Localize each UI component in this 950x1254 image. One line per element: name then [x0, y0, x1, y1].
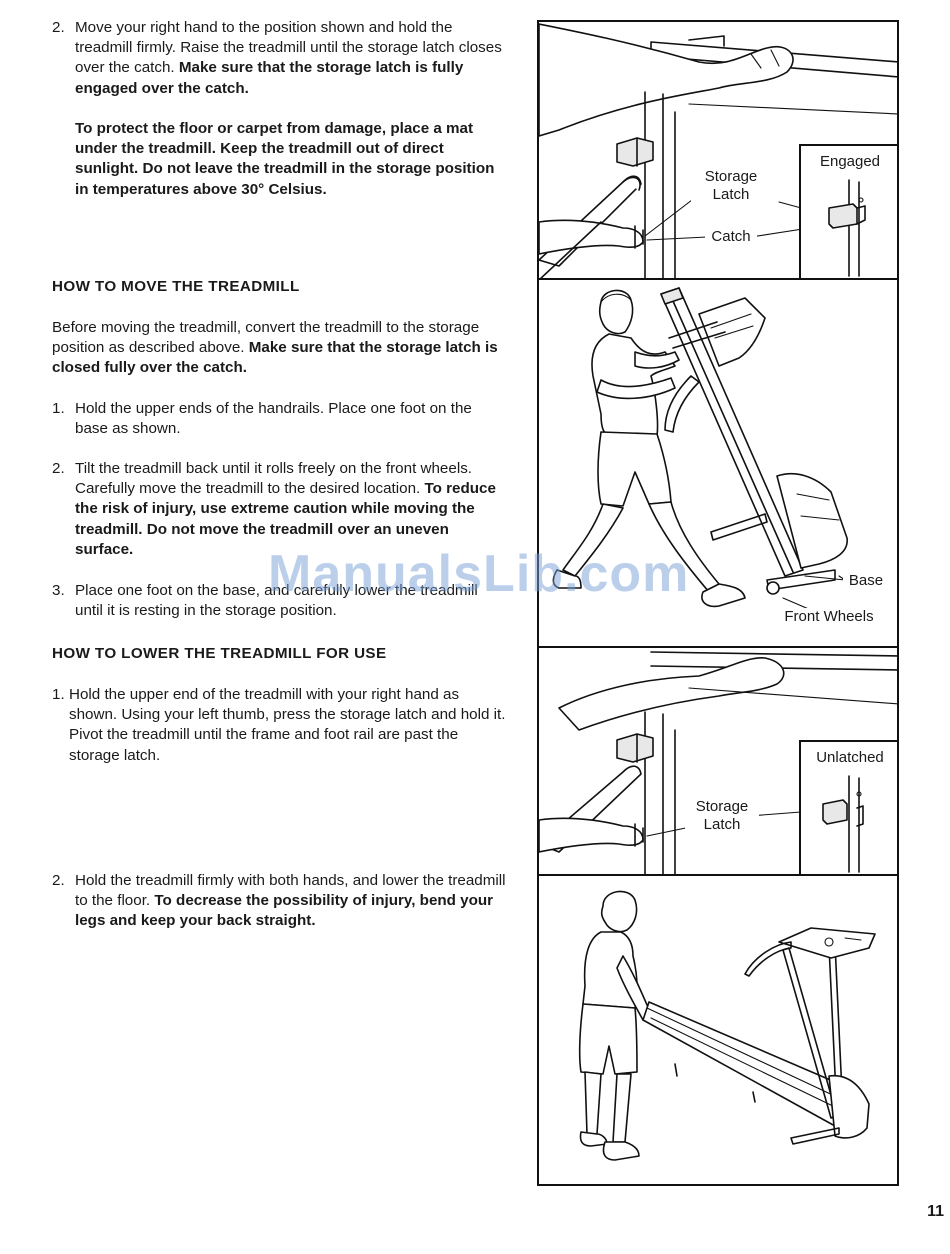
unlatched-inset: Unlatched [799, 740, 897, 874]
page-number: 11 [927, 1203, 944, 1220]
step-number: 1. [52, 686, 65, 703]
front-wheels-label: Front Wheels [777, 608, 881, 626]
step-text: Move your right hand to the position sho… [75, 19, 502, 77]
step-number: 2. [52, 872, 65, 889]
step-text: Hold the upper end of the treadmill with… [69, 686, 506, 764]
intro-text: Before moving the treadmill, convert the… [52, 319, 480, 357]
lower-heading: HOW TO LOWER THE TREADMILL FOR USE [52, 645, 387, 662]
figure-lowering [537, 874, 899, 1186]
figure-moving: Base Front Wheels [537, 278, 899, 648]
step-number: 1. [52, 400, 65, 417]
engaged-inset: Engaged [799, 144, 897, 278]
lowering-illustration [578, 890, 876, 1161]
base-label: Base [843, 572, 889, 590]
step-number: 2. [52, 19, 65, 36]
step-number: 3. [52, 582, 65, 599]
watermark: ManualsLib.com [268, 545, 690, 603]
figure-latch-unlatched: Storage Latch Unlatched [537, 646, 899, 876]
move-intro: Before moving the treadmill, convert the… [52, 318, 512, 379]
moving-illustration [552, 287, 848, 615]
figure-latch-engaged: Storage Latch Catch Engaged [537, 20, 899, 280]
latch-engaged-illustration [539, 23, 897, 278]
catch-label: Catch [705, 228, 757, 246]
engaged-inset-title: Engaged [819, 153, 881, 170]
storage-latch-label: Storage Latch [685, 798, 759, 834]
move-heading: HOW TO MOVE THE TREADMILL [52, 278, 300, 295]
unlatched-inset-title: Unlatched [816, 749, 884, 766]
latch-unlatched-illustration [539, 651, 897, 874]
intro-bold-text: Make sure that the storage latch is clos… [52, 339, 498, 377]
step-text: Hold the treadmill firmly with both hand… [75, 872, 506, 910]
step-text: Tilt the treadmill back until it rolls f… [75, 460, 473, 498]
step-number: 2. [52, 460, 65, 477]
step-bold-text: To decrease the possibility of injury, b… [75, 892, 494, 930]
step-text: Place one foot on the base, and carefull… [75, 582, 478, 620]
engaged-latch-detail [828, 179, 866, 277]
step-bold-text: To reduce the risk of injury, use extrem… [75, 480, 496, 558]
step-text: Hold the upper ends of the handrails. Pl… [75, 400, 472, 438]
step-bold-text: Make sure that the storage latch is full… [75, 59, 464, 97]
storage-latch-label: Storage Latch [691, 168, 771, 204]
warning-text: To protect the floor or carpet from dama… [75, 120, 495, 198]
unlatched-latch-detail [822, 775, 864, 873]
